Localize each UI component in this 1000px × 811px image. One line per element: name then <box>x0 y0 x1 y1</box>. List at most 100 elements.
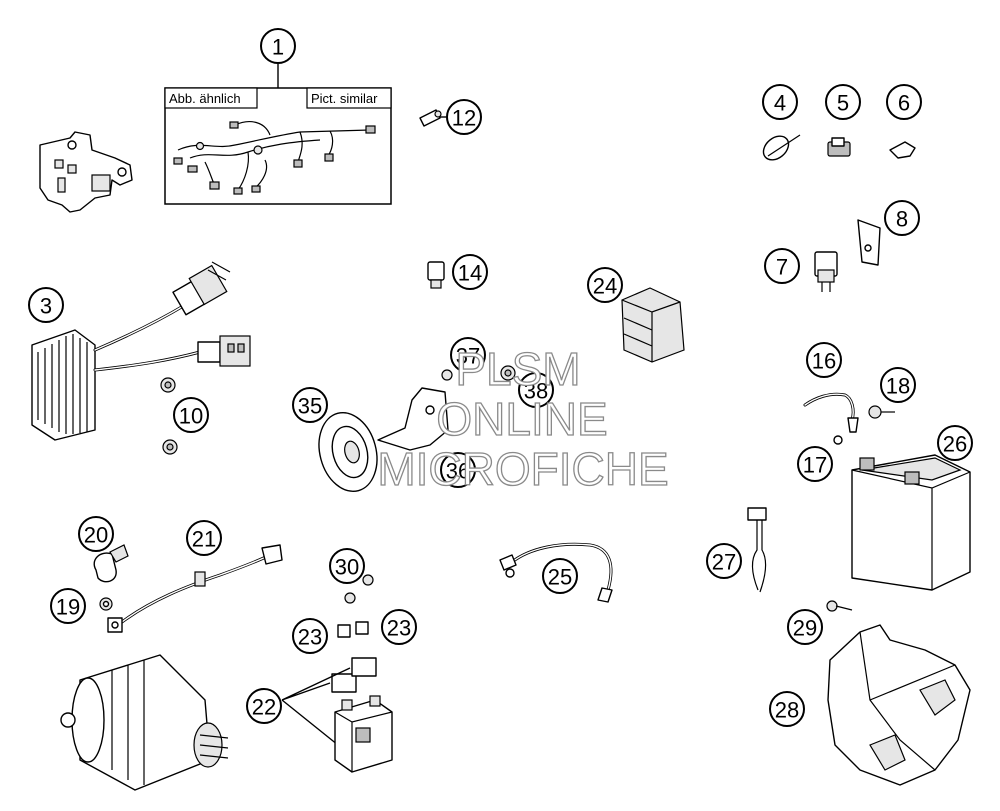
svg-text:3: 3 <box>40 294 52 319</box>
part-fuses-23 <box>337 621 369 638</box>
part-clip-6 <box>889 141 916 159</box>
svg-text:29: 29 <box>793 616 817 641</box>
svg-text:24: 24 <box>593 274 617 299</box>
callout-4: 4 <box>762 84 798 120</box>
callout-3: 3 <box>28 287 64 323</box>
svg-text:19: 19 <box>56 595 80 620</box>
part-bulb <box>419 109 442 127</box>
svg-text:17: 17 <box>803 453 827 478</box>
part-screw-29 <box>826 600 853 612</box>
callout-10: 10 <box>173 397 209 433</box>
watermark: PLSM ONLINE MICROFICHE <box>377 342 670 495</box>
svg-text:8: 8 <box>896 207 908 232</box>
callout-14: 14 <box>452 254 488 290</box>
watermark-line-2: ONLINE <box>436 393 607 445</box>
svg-text:16: 16 <box>812 349 836 374</box>
callout-30: 30 <box>329 548 365 584</box>
callout-markers: 1 3 4 5 6 7 8 10 12 14 16 17 18 19 20 21… <box>28 28 973 727</box>
part-screws-10 <box>160 377 178 455</box>
callout-38: 38 <box>518 372 554 408</box>
part-washer-17 <box>833 435 843 445</box>
part-regulator <box>31 261 251 441</box>
callout-6: 6 <box>886 84 922 120</box>
part-screw-18 <box>868 405 895 419</box>
inset-label-box-de <box>164 87 258 109</box>
part-battery <box>851 454 971 591</box>
callout-19: 19 <box>50 588 86 624</box>
callout-35: 35 <box>292 387 328 423</box>
callout-20: 20 <box>78 516 114 552</box>
inset-label-box-en <box>306 87 392 109</box>
callout-18: 18 <box>880 367 916 403</box>
callout-5: 5 <box>825 84 861 120</box>
svg-text:25: 25 <box>548 565 572 590</box>
callout-29: 29 <box>787 609 823 645</box>
part-clip-5 <box>827 137 851 157</box>
callout-23b: 23 <box>381 609 417 645</box>
part-fuses-22 <box>281 657 377 746</box>
svg-text:12: 12 <box>452 106 476 131</box>
part-strap <box>747 507 767 593</box>
svg-text:30: 30 <box>335 555 359 580</box>
part-cap-20 <box>93 544 129 583</box>
part-nut-19 <box>99 597 113 611</box>
callout-21: 21 <box>186 520 222 556</box>
callout-1: 1 <box>260 28 296 64</box>
part-cable-21 <box>107 544 283 633</box>
svg-text:4: 4 <box>774 91 786 116</box>
callout-17: 17 <box>797 446 833 482</box>
part-bracket <box>39 131 133 213</box>
callout-26: 26 <box>937 425 973 461</box>
inset-label-en: Pict. similar <box>311 91 378 106</box>
part-cable-16 <box>803 392 859 433</box>
svg-text:21: 21 <box>192 527 216 552</box>
part-cable-25 <box>499 542 613 603</box>
part-starter-relay <box>334 695 393 773</box>
part-connector-14 <box>427 261 445 289</box>
svg-text:22: 22 <box>252 695 276 720</box>
inset-label-de: Abb. ähnlich <box>169 91 241 106</box>
svg-text:1: 1 <box>272 35 284 60</box>
svg-text:14: 14 <box>458 261 482 286</box>
svg-text:37: 37 <box>456 344 480 369</box>
svg-text:10: 10 <box>179 404 203 429</box>
part-screws-30 <box>344 574 374 604</box>
callout-8: 8 <box>884 200 920 236</box>
callout-23a: 23 <box>292 618 328 654</box>
part-horn <box>318 365 516 493</box>
svg-text:26: 26 <box>943 432 967 457</box>
callout-16: 16 <box>806 342 842 378</box>
svg-text:23: 23 <box>387 616 411 641</box>
part-holder-8 <box>857 219 881 266</box>
svg-text:18: 18 <box>886 374 910 399</box>
callout-12: 12 <box>446 99 482 135</box>
part-control-unit <box>621 287 685 363</box>
svg-text:38: 38 <box>524 379 548 404</box>
callout-7: 7 <box>764 248 800 284</box>
callout-37: 37 <box>450 337 486 373</box>
svg-text:27: 27 <box>712 550 736 575</box>
part-battery-holder <box>827 624 971 786</box>
watermark-line-1: PLSM <box>455 343 580 395</box>
svg-text:20: 20 <box>84 523 108 548</box>
callout-27: 27 <box>706 543 742 579</box>
callout-24: 24 <box>587 267 623 303</box>
part-starter-motor <box>60 654 229 791</box>
svg-text:5: 5 <box>837 91 849 116</box>
part-cable-tie <box>762 134 801 161</box>
watermark-line-3: MICROFICHE <box>377 443 668 495</box>
svg-text:6: 6 <box>898 91 910 116</box>
svg-text:7: 7 <box>776 255 788 280</box>
callout-22: 22 <box>246 688 282 724</box>
callout-25: 25 <box>542 558 578 594</box>
svg-text:35: 35 <box>298 394 322 419</box>
callout-28: 28 <box>769 691 805 727</box>
part-relay-7 <box>814 251 838 292</box>
svg-text:28: 28 <box>775 698 799 723</box>
callout-36: 36 <box>440 452 476 488</box>
svg-text:36: 36 <box>446 459 470 484</box>
part-wiring-harness: Abb. ähnlich Pict. similar <box>164 87 392 205</box>
svg-text:23: 23 <box>298 625 322 650</box>
